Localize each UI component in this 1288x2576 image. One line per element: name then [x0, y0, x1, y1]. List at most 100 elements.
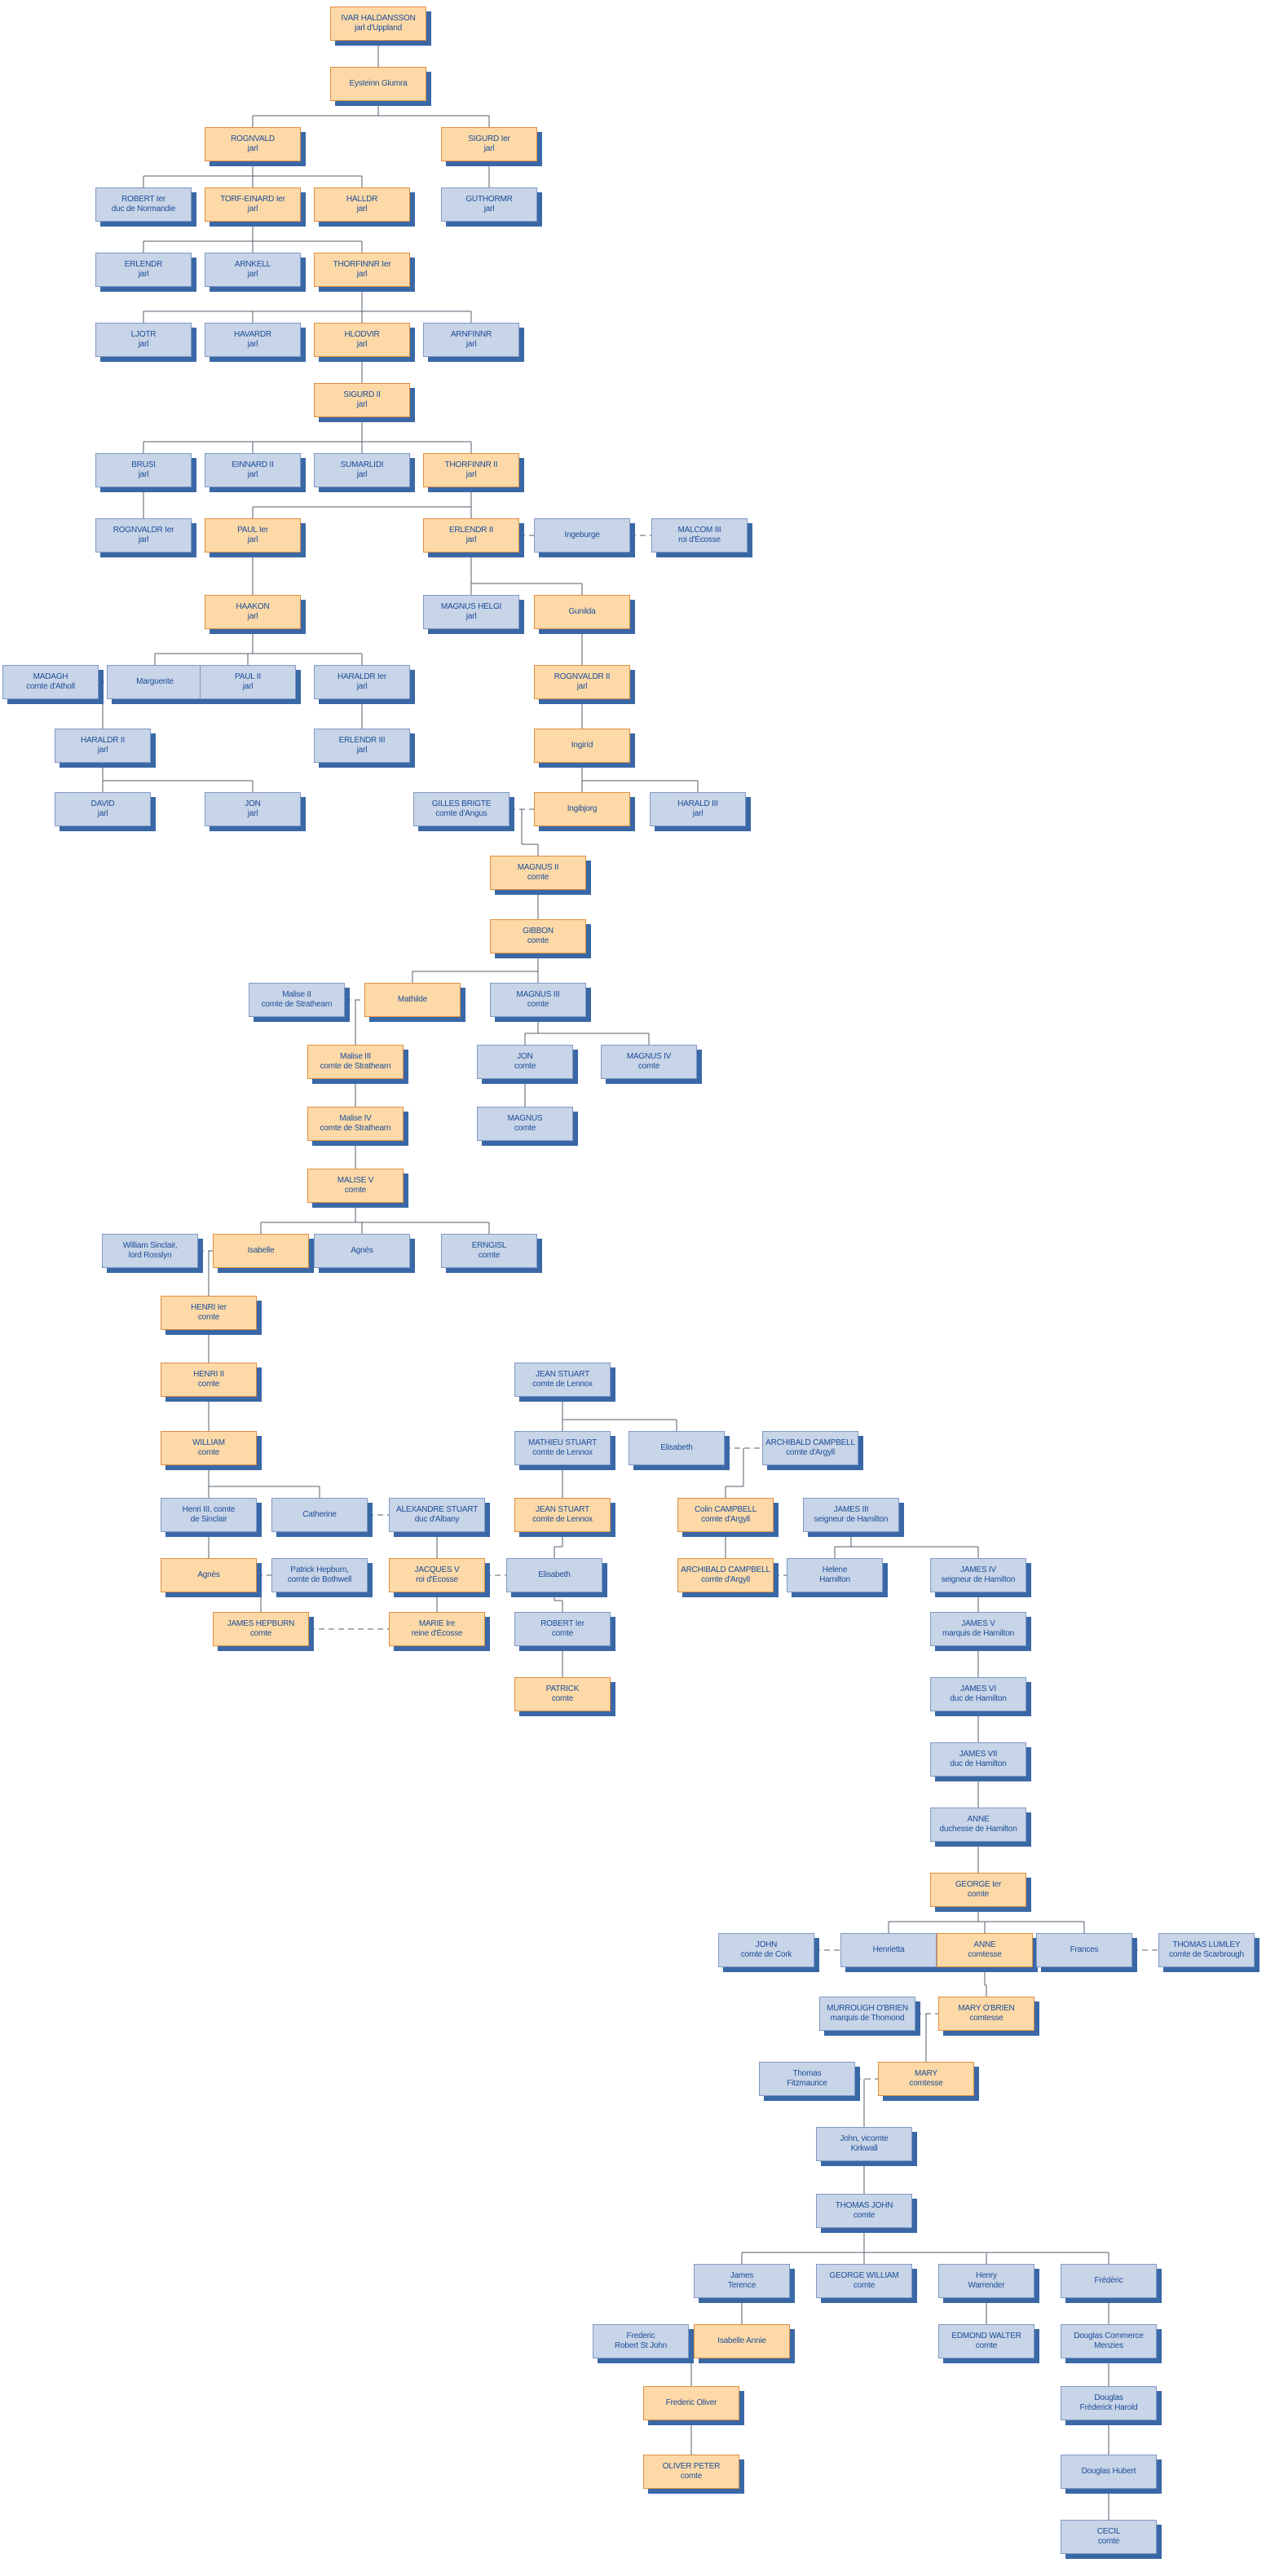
person-henrietta[interactable]: Henrietta [840, 1933, 937, 1967]
person-frederic_oliver[interactable]: Frederic Oliver [643, 2386, 739, 2420]
person-gunilda[interactable]: Gunilda [534, 595, 630, 629]
person-ingeburge[interactable]: Ingeburge [534, 518, 630, 553]
person-ingibjorg[interactable]: Ingibjorg [534, 792, 630, 826]
person-frederic[interactable]: Frédéric [1061, 2264, 1157, 2298]
person-elisabeth1[interactable]: Elisabeth [629, 1431, 725, 1465]
person-agnes1[interactable]: Agnès [314, 1234, 410, 1268]
person-catherine[interactable]: Catherine [271, 1498, 368, 1532]
person-mathilde[interactable]: Mathilde [364, 983, 461, 1017]
person-marguerite[interactable]: Marguerite [107, 665, 203, 699]
person-eysteinn[interactable]: Eysteinn Glumra [330, 67, 426, 101]
person-ingirid[interactable]: Ingiríd [534, 729, 630, 763]
person-elisabeth2[interactable]: Elisabeth [506, 1558, 602, 1592]
person-isabelle_annie[interactable]: Isabelle Annie [694, 2324, 790, 2358]
person-douglas_hubert[interactable]: Douglas Hubert [1061, 2455, 1157, 2489]
person-isabelle[interactable]: Isabelle [213, 1234, 309, 1268]
person-william_sinclair[interactable]: William Sinclair,lord Rosslyn [102, 1234, 198, 1268]
person-patrick_hepburn[interactable]: Patrick Hepburn,comte de Bothwell [271, 1558, 368, 1592]
person-frances[interactable]: Frances [1036, 1933, 1132, 1967]
